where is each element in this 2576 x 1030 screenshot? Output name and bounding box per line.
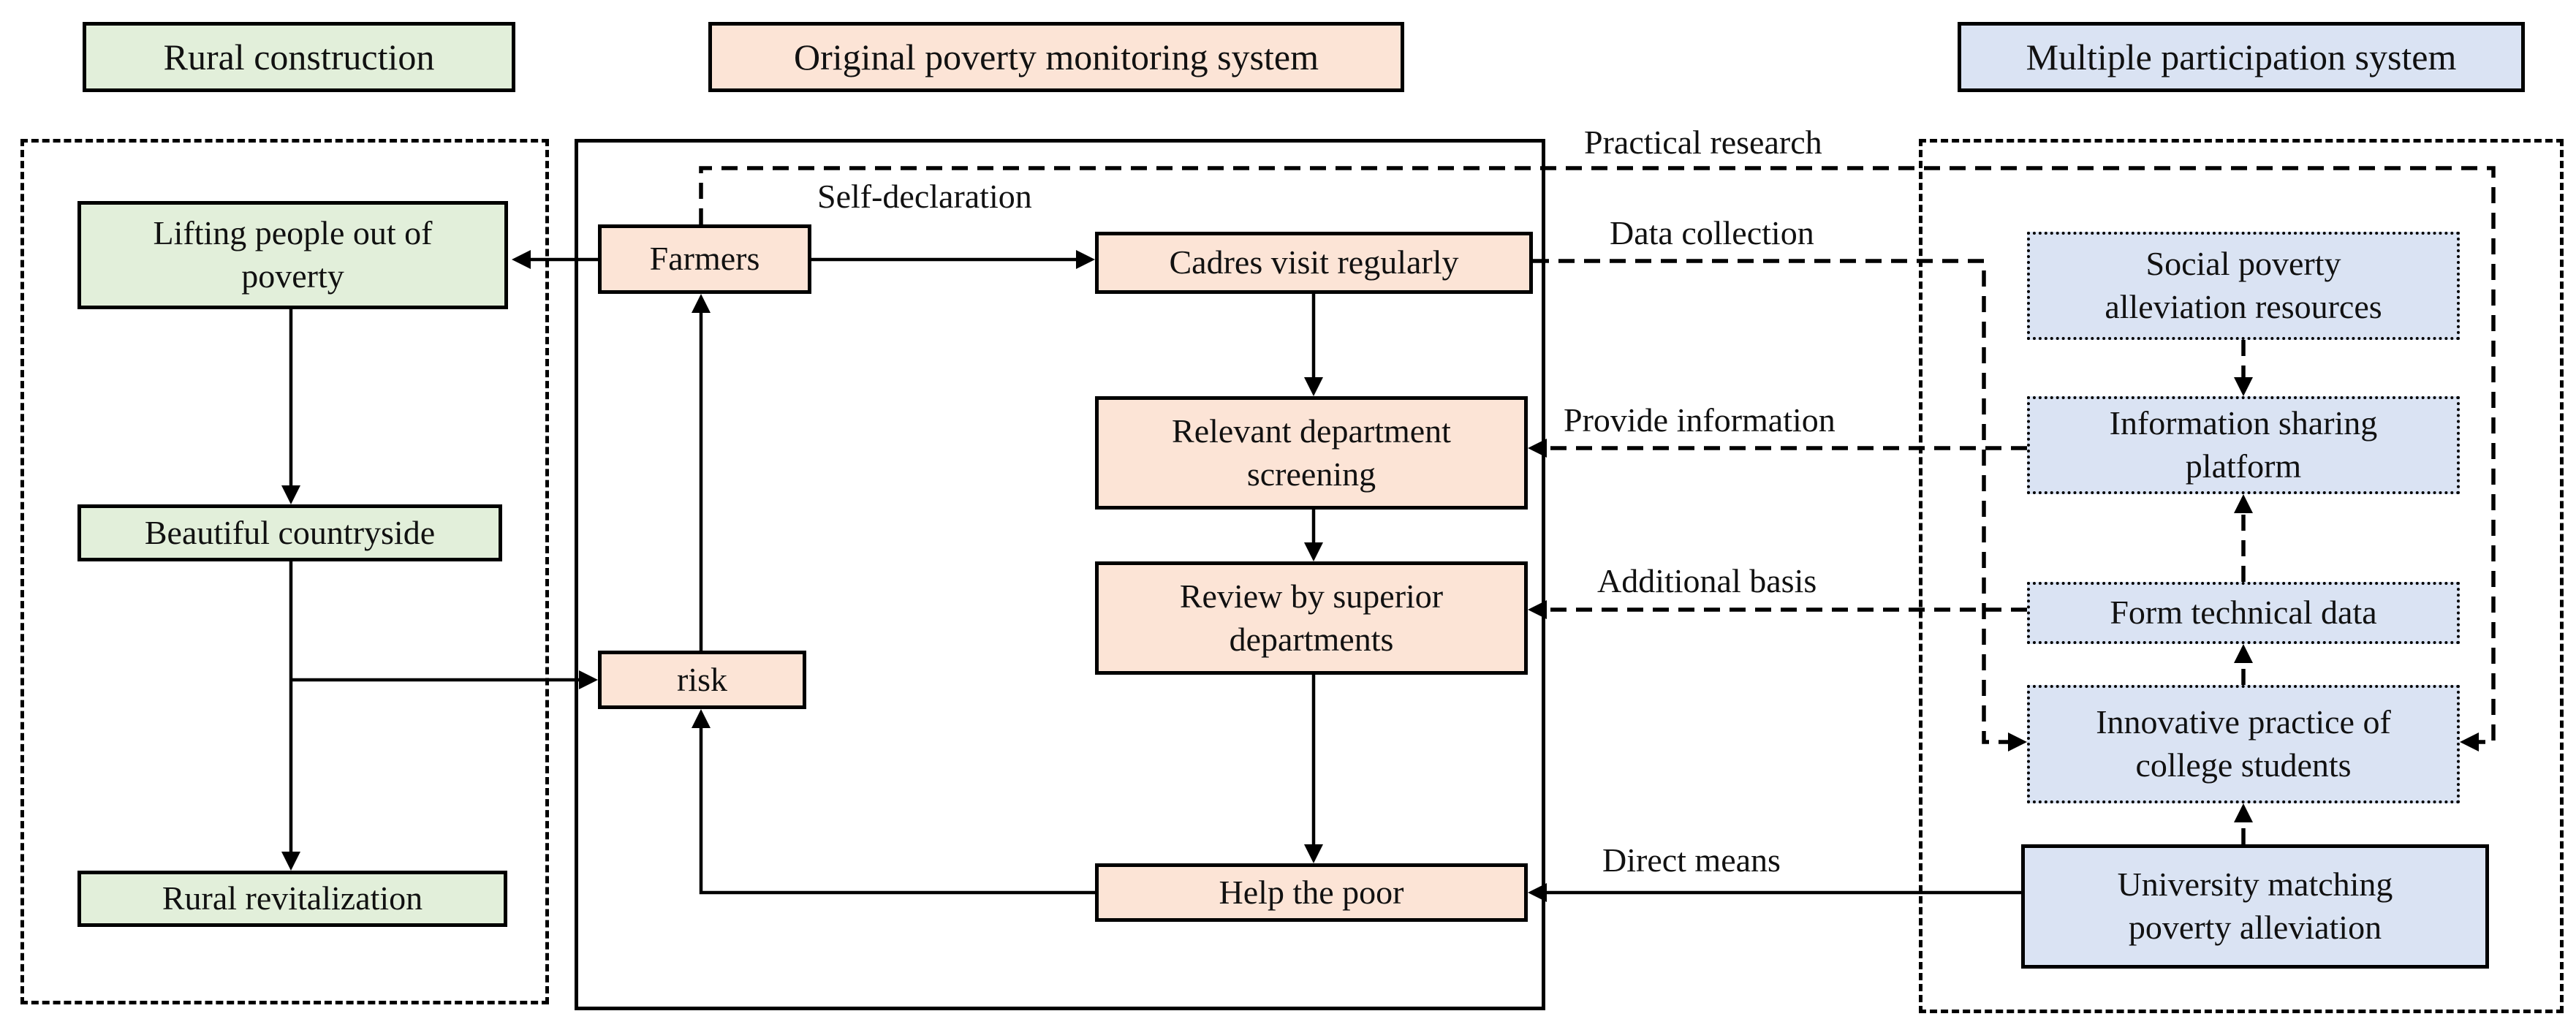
label-additional-basis: Additional basis bbox=[1597, 562, 1817, 599]
box-social-label: Social poverty alleviation resources bbox=[2105, 245, 2382, 325]
arrowhead-up-platform bbox=[2234, 494, 2253, 513]
box-lifting-people-out-of-poverty: Lifting people out of poverty bbox=[77, 201, 508, 309]
arrowhead-right-risk bbox=[579, 670, 598, 689]
box-risk-label: risk bbox=[677, 660, 727, 698]
arrowhead-up-farmers bbox=[692, 294, 711, 313]
box-help-the-poor: Help the poor bbox=[1095, 863, 1528, 922]
header-rural-construction: Rural construction bbox=[83, 22, 515, 92]
arrowhead-up-risk bbox=[692, 709, 711, 728]
label-self-declaration: Self-declaration bbox=[817, 178, 1032, 215]
header-original-label: Original poverty monitoring system bbox=[794, 37, 1319, 77]
header-multiple-participation: Multiple participation system bbox=[1958, 22, 2525, 92]
arrowhead-right-cadres bbox=[1076, 250, 1095, 269]
box-relevant-department-screening: Relevant department screening bbox=[1095, 396, 1528, 510]
header-multiple-label: Multiple participation system bbox=[2026, 37, 2457, 77]
arrowhead-down-beautiful bbox=[281, 485, 300, 504]
box-platform-label: Information sharing platform bbox=[2109, 404, 2378, 485]
label-practical-research: Practical research bbox=[1584, 124, 1822, 161]
box-review-by-superior-departments: Review by superior departments bbox=[1095, 561, 1528, 675]
box-rural-revitalization: Rural revitalization bbox=[77, 871, 507, 927]
region-rural-construction bbox=[20, 139, 549, 1004]
box-beautiful-countryside: Beautiful countryside bbox=[77, 504, 502, 561]
line-data-collection bbox=[1533, 259, 2008, 744]
arrowhead-down-revitalization bbox=[281, 852, 300, 871]
box-lifting-label: Lifting people out of poverty bbox=[153, 214, 433, 295]
header-original-poverty-monitoring: Original poverty monitoring system bbox=[708, 22, 1404, 92]
arrowhead-left-lifting bbox=[512, 250, 531, 269]
line-help-to-risk bbox=[699, 728, 1095, 895]
arrowhead-left-innovative bbox=[2460, 732, 2479, 751]
arrowhead-left-help bbox=[1528, 883, 1547, 902]
box-farmers: Farmers bbox=[598, 224, 811, 294]
arrowhead-down-platform bbox=[2234, 377, 2253, 396]
box-relevant-label: Relevant department screening bbox=[1172, 412, 1451, 493]
region-multiple-participation bbox=[1919, 139, 2564, 1013]
arrowhead-down-relevant bbox=[1304, 377, 1323, 396]
box-farmers-label: Farmers bbox=[649, 240, 760, 278]
box-risk: risk bbox=[598, 651, 806, 709]
box-information-sharing-platform: Information sharing platform bbox=[2027, 396, 2460, 494]
box-social-poverty-alleviation-resources: Social poverty alleviation resources bbox=[2027, 232, 2460, 340]
box-cadres-label: Cadres visit regularly bbox=[1169, 243, 1459, 281]
region-original-poverty-monitoring bbox=[575, 139, 1545, 1010]
box-university-matching-poverty-alleviation: University matching poverty alleviation bbox=[2021, 844, 2489, 969]
arrowhead-down-review bbox=[1304, 542, 1323, 561]
label-direct-means: Direct means bbox=[1602, 841, 1781, 879]
label-provide-information: Provide information bbox=[1564, 401, 1836, 439]
box-form-label: Form technical data bbox=[2110, 594, 2377, 632]
box-review-label: Review by superior departments bbox=[1179, 577, 1444, 658]
arrowhead-up-innovative bbox=[2234, 803, 2253, 822]
header-rural-construction-label: Rural construction bbox=[163, 37, 435, 77]
box-revitalization-label: Rural revitalization bbox=[162, 879, 423, 917]
box-form-technical-data: Form technical data bbox=[2027, 582, 2460, 644]
box-innovative-label: Innovative practice of college students bbox=[2096, 703, 2391, 784]
label-data-collection: Data collection bbox=[1610, 214, 1814, 251]
box-help-label: Help the poor bbox=[1219, 873, 1404, 911]
box-university-label: University matching poverty alleviation bbox=[2117, 866, 2393, 946]
box-innovative-practice-college-students: Innovative practice of college students bbox=[2027, 685, 2460, 803]
box-beautiful-label: Beautiful countryside bbox=[144, 513, 436, 551]
arrowhead-down-help bbox=[1304, 844, 1323, 863]
line-practical-research bbox=[699, 166, 2496, 744]
box-cadres-visit-regularly: Cadres visit regularly bbox=[1095, 232, 1533, 294]
arrowhead-left-review bbox=[1528, 600, 1547, 619]
arrowhead-up-form bbox=[2234, 644, 2253, 663]
arrowhead-right-innovative bbox=[2008, 732, 2027, 751]
arrowhead-left-relevant bbox=[1528, 439, 1547, 458]
